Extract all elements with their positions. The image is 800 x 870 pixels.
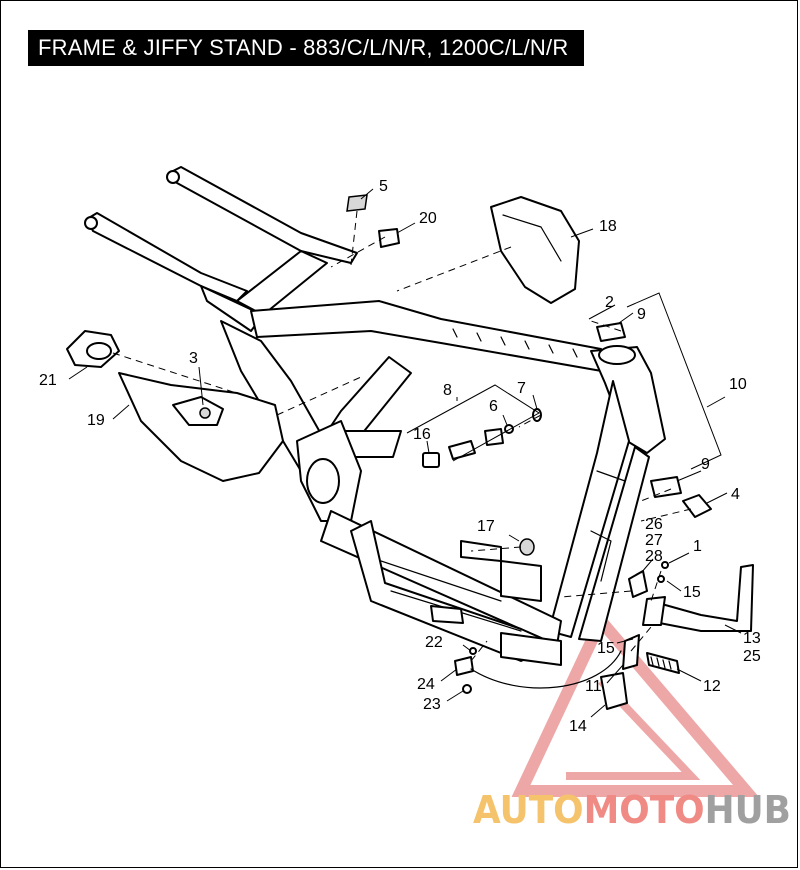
callout-16: 16 — [413, 426, 431, 443]
callout-19: 19 — [87, 412, 105, 429]
callout-15-lower: 15 — [597, 640, 615, 657]
watermark-auto: AUTO — [473, 788, 584, 832]
wire-harness — [470, 650, 622, 689]
cover-part-18 — [490, 196, 580, 304]
spring-part-12 — [646, 652, 680, 674]
callout-21: 21 — [39, 372, 57, 389]
callout-2: 2 — [605, 294, 614, 311]
washer-part-22 — [469, 647, 477, 655]
callout-20: 20 — [419, 210, 437, 227]
callout-6: 6 — [489, 398, 498, 415]
callout-23: 23 — [423, 696, 441, 713]
bushing-part-9-upper — [596, 322, 626, 342]
callout-1: 1 — [693, 538, 702, 555]
main-frame — [220, 300, 666, 666]
watermark-hub: HUB — [705, 788, 791, 832]
callout-11: 11 — [585, 678, 602, 695]
pin-part-11 — [622, 634, 640, 670]
spacer-part-14 — [600, 672, 628, 710]
callout-9-upper: 9 — [637, 306, 646, 323]
callout-22: 22 — [425, 634, 443, 651]
watermark-logo-icon — [511, 610, 760, 797]
callout-25: 25 — [743, 648, 761, 665]
callout-8: 8 — [443, 382, 452, 399]
callout-12: 12 — [703, 678, 721, 695]
diagram-title: FRAME & JIFFY STAND - 883/C/L/N/R, 1200C… — [28, 30, 584, 66]
callout-24: 24 — [417, 676, 435, 693]
bushing-part-9-lower — [650, 476, 682, 498]
callout-4: 4 — [731, 486, 740, 503]
jiffy-stand-part-13 — [648, 564, 754, 632]
clamp-part-4 — [682, 494, 712, 518]
grommet-part-17 — [519, 538, 535, 556]
callout-labels: 5 20 18 2 9 3 21 10 8 7 6 19 16 9 4 17 2… — [39, 178, 761, 735]
watermark-moto: MOTO — [584, 788, 705, 832]
ignition-switch-part-8 — [422, 408, 542, 468]
callout-27: 27 — [645, 532, 663, 549]
callout-14: 14 — [569, 718, 587, 735]
side-cover-part-19 — [118, 372, 284, 482]
watermark-text: AUTOMOTOHUB — [473, 788, 791, 832]
callout-9-lower: 9 — [701, 456, 710, 473]
assembly-lines — [112, 210, 692, 662]
callout-5: 5 — [379, 178, 388, 195]
callout-18: 18 — [599, 218, 617, 235]
callout-26: 26 — [645, 516, 663, 533]
callout-17: 17 — [477, 518, 495, 535]
clip-part-20 — [378, 228, 400, 248]
pad-part-5 — [346, 194, 368, 212]
bolt-part-1 — [661, 561, 669, 569]
callout-10: 10 — [729, 376, 747, 393]
sensor-part-28 — [628, 570, 648, 598]
callout-7: 7 — [517, 380, 526, 397]
bracket-part-24 — [454, 656, 474, 676]
callout-15-right: 15 — [683, 584, 701, 601]
callout-28: 28 — [645, 548, 663, 565]
screw-part-23 — [462, 684, 472, 694]
leader-lines — [68, 188, 742, 718]
callout-13: 13 — [743, 630, 761, 647]
callout-3: 3 — [189, 350, 198, 367]
